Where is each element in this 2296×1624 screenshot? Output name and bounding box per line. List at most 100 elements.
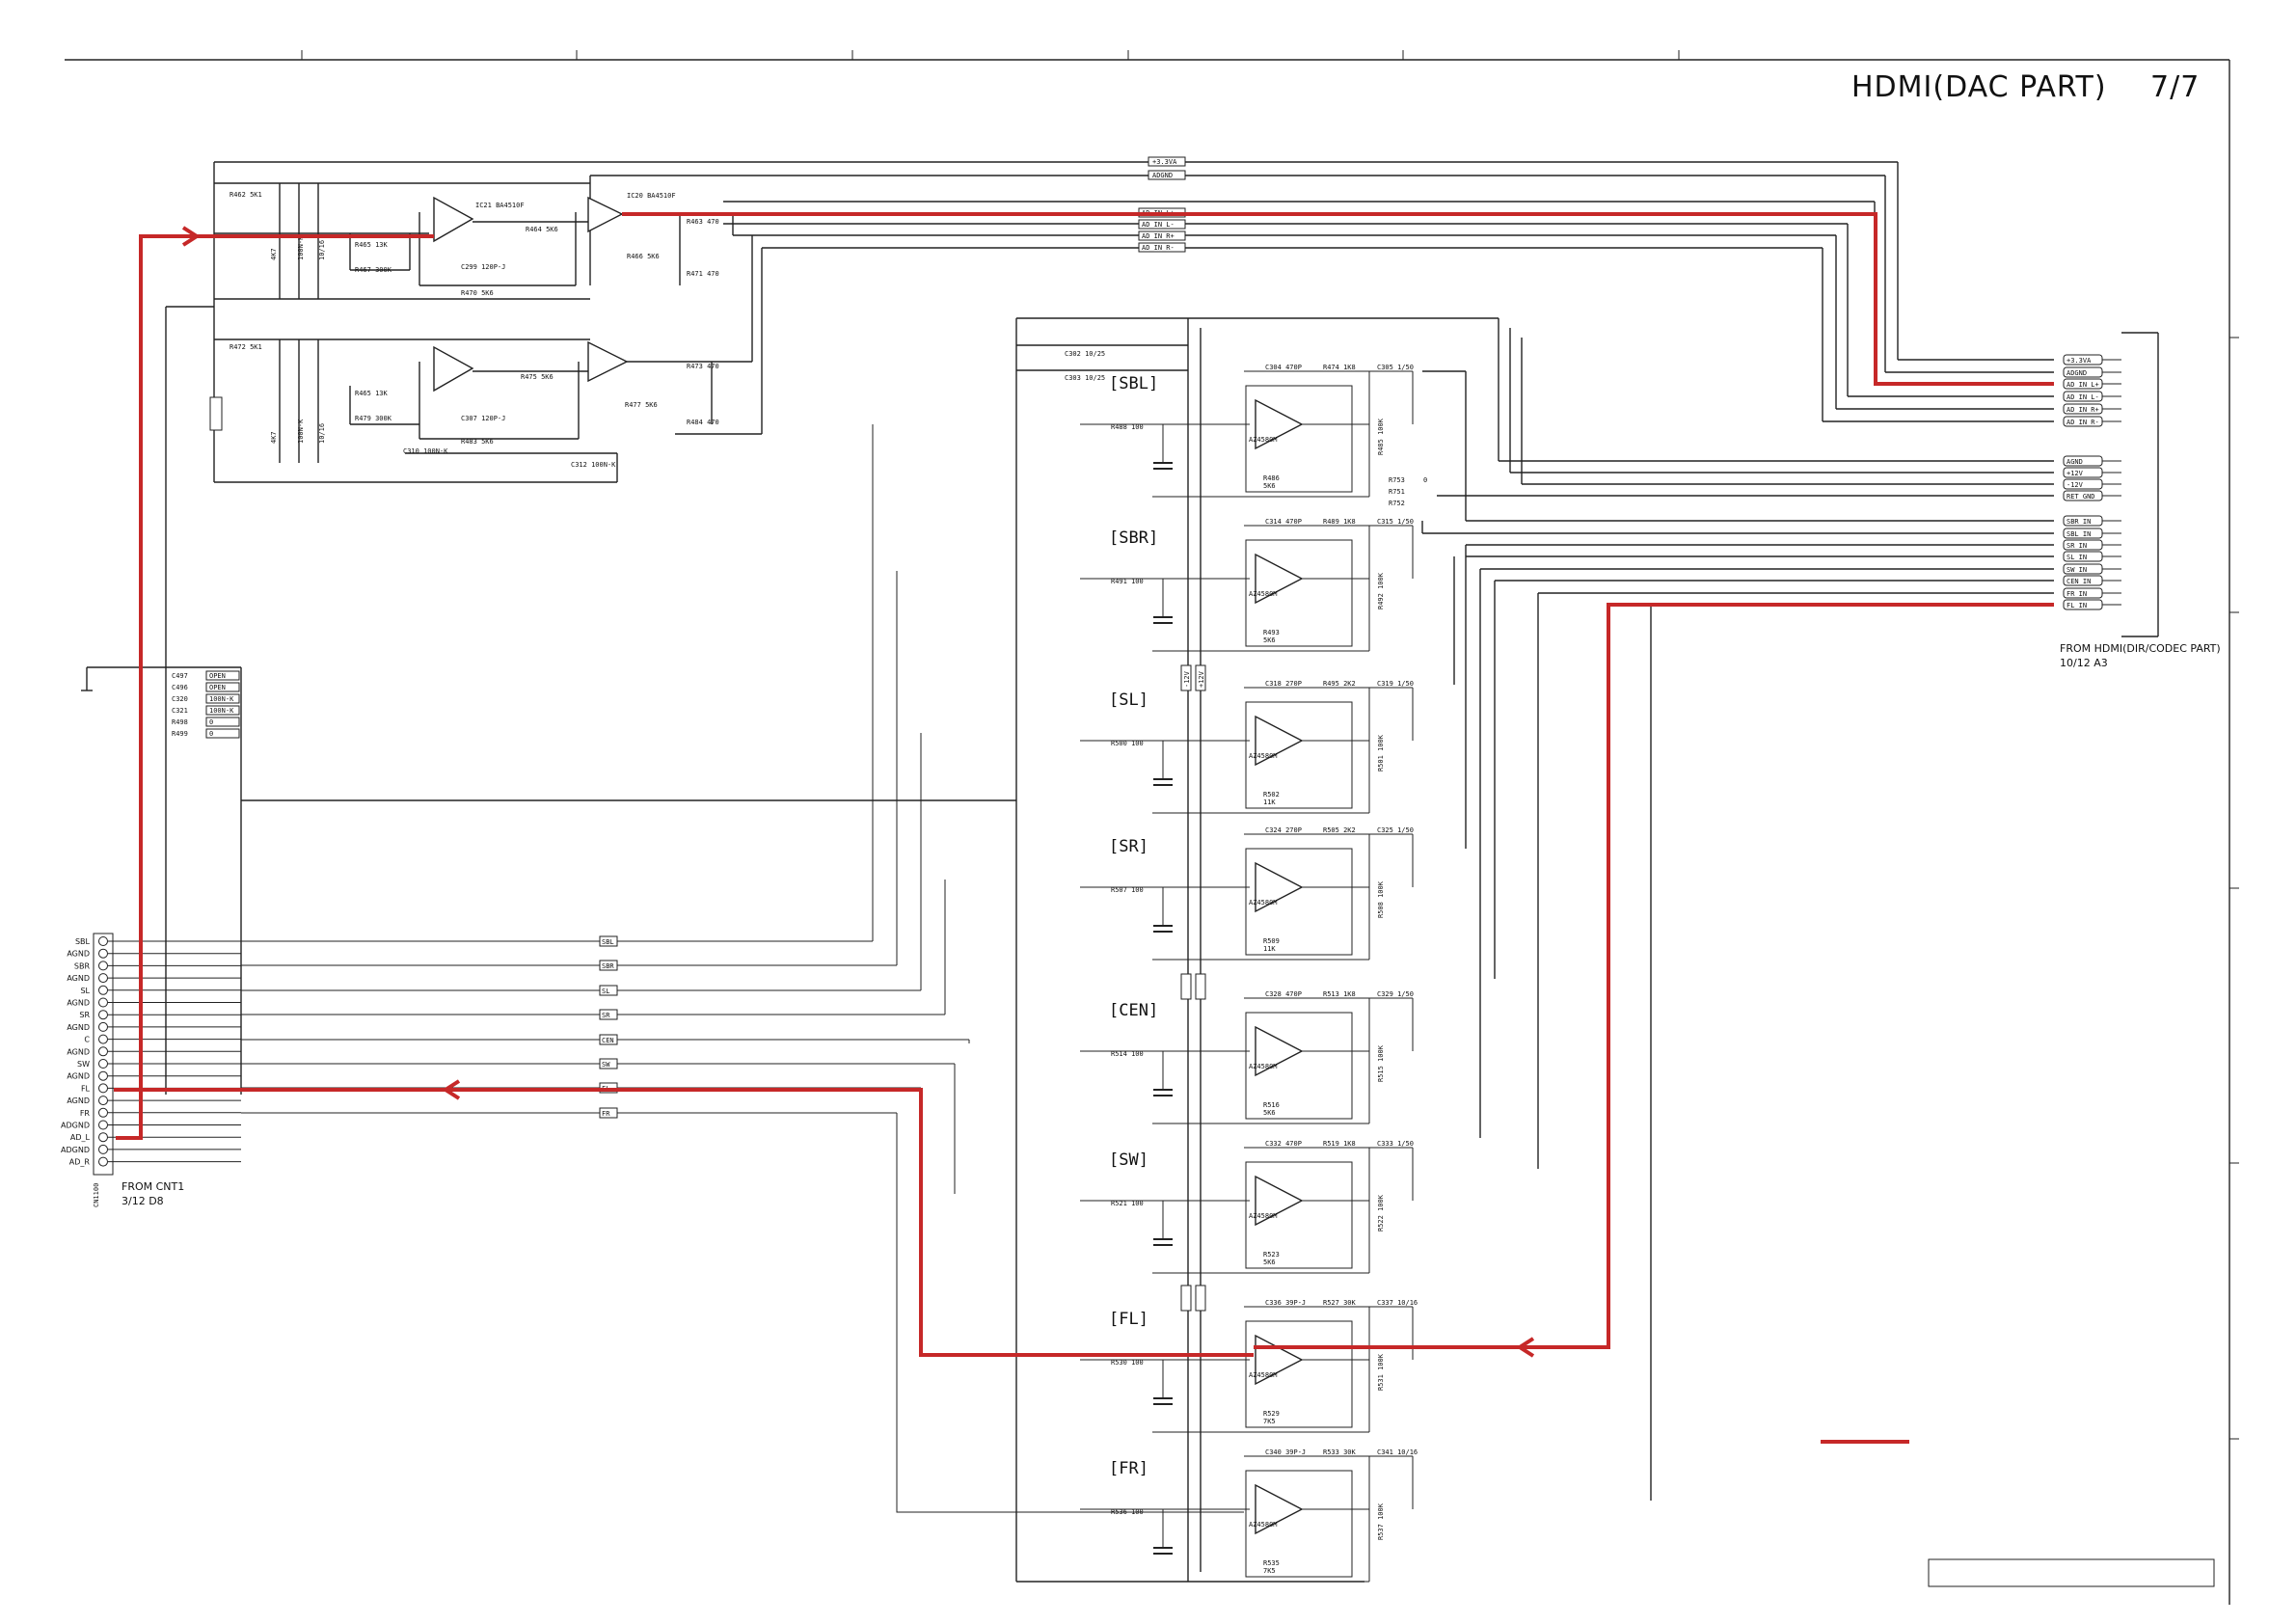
- channel-rfb-value: 5K6: [1263, 636, 1276, 644]
- c310-label: C310 100N-K: [403, 447, 448, 455]
- channel-opamp-part: AZ4580M: [1249, 590, 1278, 598]
- bus-tag-ad-l-minus: AD_IN_L-: [1142, 221, 1175, 229]
- right-pin-label: SW_IN: [2066, 566, 2087, 574]
- channel-cout-label: C305 1/50: [1377, 364, 1414, 371]
- channel-rfb-label: R486: [1263, 474, 1280, 482]
- channel-opamp-part: AZ4580M: [1249, 1063, 1278, 1070]
- opt-part-ref: R499: [172, 730, 188, 738]
- channel-frame: [1015, 317, 1499, 1583]
- left-source-line2: 3/12 D8: [122, 1195, 164, 1207]
- channel-load-label: R492 100K: [1377, 572, 1385, 609]
- signal-tag-box: [599, 935, 618, 947]
- left-pin-marker: [98, 961, 108, 971]
- channel-feedback-network: [1245, 701, 1353, 809]
- signal-tag: SBL: [602, 938, 614, 946]
- left-pin-marker: [98, 1096, 108, 1106]
- channel-rtop-label: R533 30K: [1323, 1448, 1357, 1456]
- channel-opamp-part: AZ4580M: [1249, 752, 1278, 760]
- left-connector-cn1100[interactable]: SBLAGNDSBRAGNDSLAGNDSRAGNDCAGNDSWAGNDFLA…: [61, 933, 241, 1207]
- bus-tag-adgnd: ADGND: [1152, 172, 1173, 179]
- bus-tags: +3.3VA ADGND AD_IN_L+ AD_IN_L- AD_IN_R+ …: [1138, 156, 1186, 253]
- cn1100-ref: CN1100: [93, 1183, 100, 1207]
- channel-name: [SW]: [1109, 1150, 1148, 1170]
- left-pin-marker: [98, 1120, 108, 1130]
- top-bus: [213, 161, 2054, 482]
- channel-opamp-part: AZ4580M: [1249, 899, 1278, 907]
- left-pin-marker: [98, 1144, 108, 1154]
- channel-rfb-value: 5K6: [1263, 1109, 1276, 1117]
- channel-rfb-label: R529: [1263, 1410, 1280, 1418]
- right-pin-label: +3.3VA: [2066, 357, 2092, 365]
- opt-part-ref: C497: [172, 672, 188, 680]
- channel-cap-label: C324 270P: [1265, 826, 1302, 834]
- channel-cout-label: C337 10/16: [1377, 1299, 1418, 1307]
- opt-part-value: 0: [209, 730, 213, 738]
- highlight-path-adc: [116, 212, 2054, 1140]
- right-pin-label: AD_IN_L-: [2066, 393, 2099, 401]
- left-pin-marker: [98, 1107, 108, 1118]
- right-connector[interactable]: +3.3VAADGNDAD_IN_L+AD_IN_L-AD_IN_R+AD_IN…: [2060, 332, 2221, 669]
- r477-label: R477 5K6: [625, 401, 658, 409]
- channel-opamp-part: AZ4580M: [1249, 436, 1278, 444]
- left-pin-marker: [98, 985, 108, 995]
- r463-label: R463 470: [687, 218, 719, 226]
- channel-cout-label: C315 1/50: [1377, 518, 1414, 526]
- left-pin-label: AGND: [67, 1047, 90, 1056]
- bus-tag-3v3: +3.3VA: [1152, 158, 1177, 166]
- c302-label: C302 10/25: [1065, 350, 1105, 358]
- left-pin-marker: [98, 936, 108, 946]
- opt-part-ref: C321: [172, 707, 188, 715]
- channel-rfb-label: R493: [1263, 629, 1280, 636]
- channel-rfb-label: R502: [1263, 791, 1280, 798]
- left-pin-marker: [98, 1059, 108, 1069]
- channel-rfb-label: R535: [1263, 1559, 1280, 1567]
- opt-part-box: [205, 717, 240, 727]
- adc-driver-lower: R472 5K1 4K7 100N-K 10/16 R465 13K R479 …: [214, 338, 762, 483]
- channel-opamp: [1255, 553, 1304, 605]
- channel-opamp-part: AZ4580M: [1249, 1521, 1278, 1529]
- opt-part-value: 100N-K: [209, 707, 234, 715]
- channel-input-resistor: R514 100: [1111, 1050, 1144, 1058]
- left-pin-label: SW: [77, 1060, 90, 1069]
- left-pin-marker: [98, 1034, 108, 1044]
- channel-opamp: [1255, 1483, 1304, 1535]
- channel-cap-label: C318 270P: [1265, 680, 1302, 688]
- channel-cap-label: C332 470P: [1265, 1140, 1302, 1148]
- opt-part-box: [205, 670, 240, 681]
- left-pin-label: FL: [81, 1084, 91, 1093]
- opt-part-box: [205, 693, 240, 704]
- channel-name: [SR]: [1109, 837, 1148, 856]
- right-pin-label: AD_IN_R+: [2066, 406, 2099, 414]
- c-4k7-upper: 4K7: [270, 248, 278, 260]
- opt-part-box: [205, 682, 240, 692]
- channel-rfb-label: R509: [1263, 937, 1280, 945]
- signal-fr-route: [896, 1113, 1244, 1513]
- channel-name: [FR]: [1109, 1459, 1148, 1478]
- left-pin-label: C: [84, 1036, 90, 1044]
- sheet-page-number: 7/7: [2150, 70, 2200, 104]
- r466-label: R466 5K6: [627, 253, 660, 260]
- opt-part-box: [205, 705, 240, 716]
- channel-rtop-label: R527 30K: [1323, 1299, 1357, 1307]
- channel-rtop-label: R489 1K8: [1323, 518, 1356, 526]
- channel-load-label: R531 100K: [1377, 1353, 1385, 1391]
- c-100n-lower: 100N-K: [297, 419, 305, 444]
- opamp-ic21-b: [433, 345, 474, 392]
- left-pin-label: AGND: [67, 1096, 90, 1105]
- left-pin-marker: [98, 948, 108, 959]
- left-pin-marker: [98, 1046, 108, 1057]
- opt-part-value: OPEN: [209, 672, 226, 680]
- c303-label: C303 10/25: [1065, 374, 1105, 382]
- right-pin-label: +12V: [2066, 470, 2084, 477]
- signal-tag: SR: [602, 1012, 610, 1019]
- right-pin-label: RET_GND: [2066, 493, 2095, 501]
- opt-part-value: 0: [209, 718, 213, 726]
